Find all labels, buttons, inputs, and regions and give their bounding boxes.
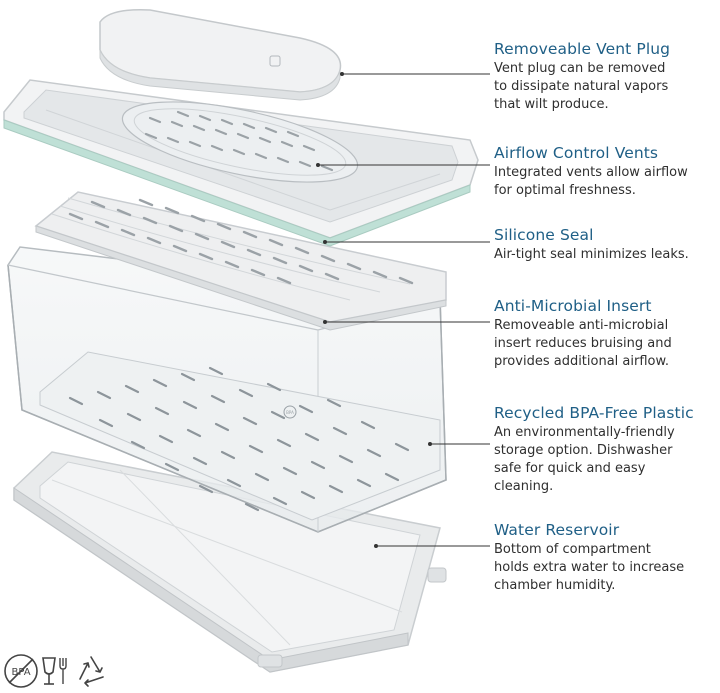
- leader-dots: [316, 72, 432, 548]
- feature-title: Anti-Microbial Insert: [494, 297, 652, 315]
- feature-title: Removeable Vent Plug: [494, 40, 671, 58]
- feature-description: Removeable anti-microbial insert reduces…: [494, 318, 672, 369]
- feature-title: Water Reservoir: [494, 521, 620, 539]
- lid: [3, 79, 479, 247]
- feature-description: Bottom of compartment holds extra water …: [494, 542, 685, 593]
- glass-fork-icon: [42, 657, 67, 685]
- water-reservoir-tray: [13, 451, 447, 673]
- feature-water-reservoir: Water Reservoir Bottom of compartment ho…: [494, 521, 720, 595]
- svg-text:BPA: BPA: [286, 410, 294, 415]
- bpa-label: BPA: [11, 667, 30, 678]
- feature-title: Recycled BPA-Free Plastic: [494, 404, 694, 422]
- feature-description: Vent plug can be removed to dissipate na…: [494, 61, 669, 112]
- feature-description: Integrated vents allow airflow for optim…: [494, 165, 688, 198]
- feature-title: Airflow Control Vents: [494, 144, 659, 162]
- feature-description: An environmentally-friendly storage opti…: [494, 425, 675, 494]
- recycle-icon: [79, 656, 104, 687]
- vent-plug: [99, 9, 342, 101]
- feature-recycled-bpa-free-plastic: Recycled BPA-Free Plastic An environment…: [494, 404, 720, 496]
- feature-description: Air-tight seal minimizes leaks.: [494, 247, 689, 262]
- bpa-free-icon: BPA: [4, 654, 38, 688]
- feature-anti-microbial-insert: Anti-Microbial Insert Removeable anti-mi…: [494, 297, 720, 371]
- silicone-seal: [3, 119, 471, 247]
- feature-silicone-seal: Silicone Seal Air-tight seal minimizes l…: [494, 226, 720, 264]
- feature-airflow-control-vents: Airflow Control Vents Integrated vents a…: [494, 144, 720, 200]
- feature-title: Silicone Seal: [494, 226, 594, 244]
- feature-removeable-vent-plug: Removeable Vent Plug Vent plug can be re…: [494, 40, 720, 114]
- leader-lines: [318, 73, 490, 547]
